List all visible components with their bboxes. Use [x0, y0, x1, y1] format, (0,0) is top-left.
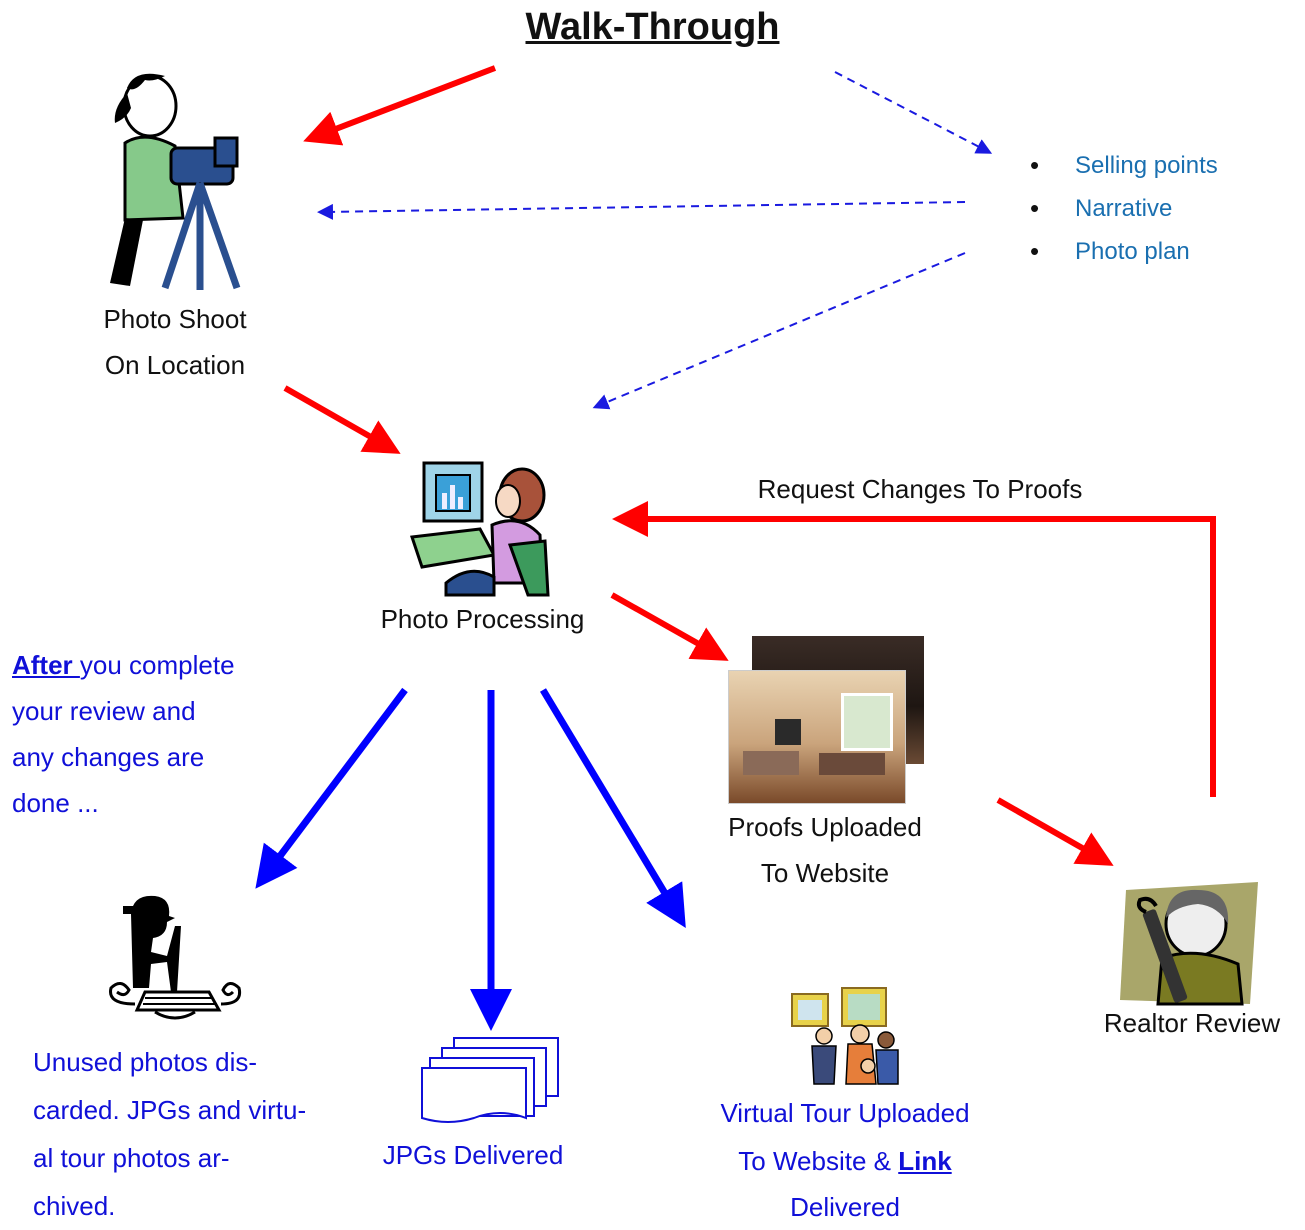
virtual-tour-label-2-text: To Website & [738, 1146, 899, 1176]
virtual-tour-label-3: Delivered [790, 1192, 900, 1222]
realtor-review-label: Realtor Review [1103, 1008, 1281, 1038]
after-link[interactable]: After [12, 650, 80, 680]
photo-shoot-label-2: On Location [104, 350, 246, 380]
request-changes-label: Request Changes To Proofs [757, 474, 1083, 504]
dashed-points-to-processing [592, 252, 966, 410]
after-note: After you complete your review and any c… [12, 642, 235, 826]
photo-shoot-label-1: Photo Shoot [103, 304, 247, 334]
gallery-people-icon [791, 987, 899, 1085]
after-note-line4: done ... [12, 788, 99, 818]
dashed-walkthrough-to-points [834, 71, 993, 154]
arrow-request-changes [612, 501, 1216, 797]
sweeper-icon [109, 895, 242, 1020]
arrow-walkthrough-to-shoot [303, 65, 497, 146]
arrow-processing-to-unused [255, 687, 408, 889]
unused-note-line2: carded. JPGs and virtu- [33, 1095, 307, 1125]
photo-processing-label: Photo Processing [380, 604, 585, 634]
dashed-points-to-shoot [317, 201, 966, 220]
after-note-line3: any changes are [12, 742, 205, 772]
list-item: Selling points [1030, 144, 1218, 187]
list-item: Narrative [1030, 187, 1218, 230]
virtual-tour-label-1: Virtual Tour Uploaded [720, 1098, 970, 1128]
arrow-proofs-to-review [996, 797, 1114, 866]
unused-note: Unused photos dis- carded. JPGs and virt… [33, 1038, 306, 1230]
unused-note-line1: Unused photos dis- [33, 1047, 258, 1077]
jpgs-delivered-label: JPGs Delivered [382, 1140, 564, 1170]
proof-photos-icon [728, 670, 906, 804]
unused-note-line4: chived. [33, 1191, 116, 1221]
realtor-film-icon [1120, 882, 1258, 1006]
unused-note-line3: al tour photos ar- [33, 1143, 230, 1173]
virtual-tour-link[interactable]: Link [898, 1146, 952, 1176]
proofs-label-1: Proofs Uploaded [728, 812, 922, 842]
documents-icon [421, 1037, 559, 1123]
photographer-icon [110, 73, 241, 290]
virtual-tour-label-2: To Website & Link [690, 1138, 1000, 1184]
page-title: Walk-Through [525, 6, 780, 48]
after-note-line1: you complete [79, 650, 235, 680]
after-note-line2: your review and [12, 696, 196, 726]
arrow-shoot-to-processing [283, 385, 401, 454]
walkthrough-points: Selling points Narrative Photo plan [1030, 144, 1218, 273]
list-item: Photo plan [1030, 230, 1218, 273]
proofs-label-2: To Website [760, 858, 890, 888]
arrow-processing-to-tour [539, 688, 686, 929]
computer-user-icon [410, 461, 550, 597]
arrow-processing-to-proofs [610, 592, 729, 661]
